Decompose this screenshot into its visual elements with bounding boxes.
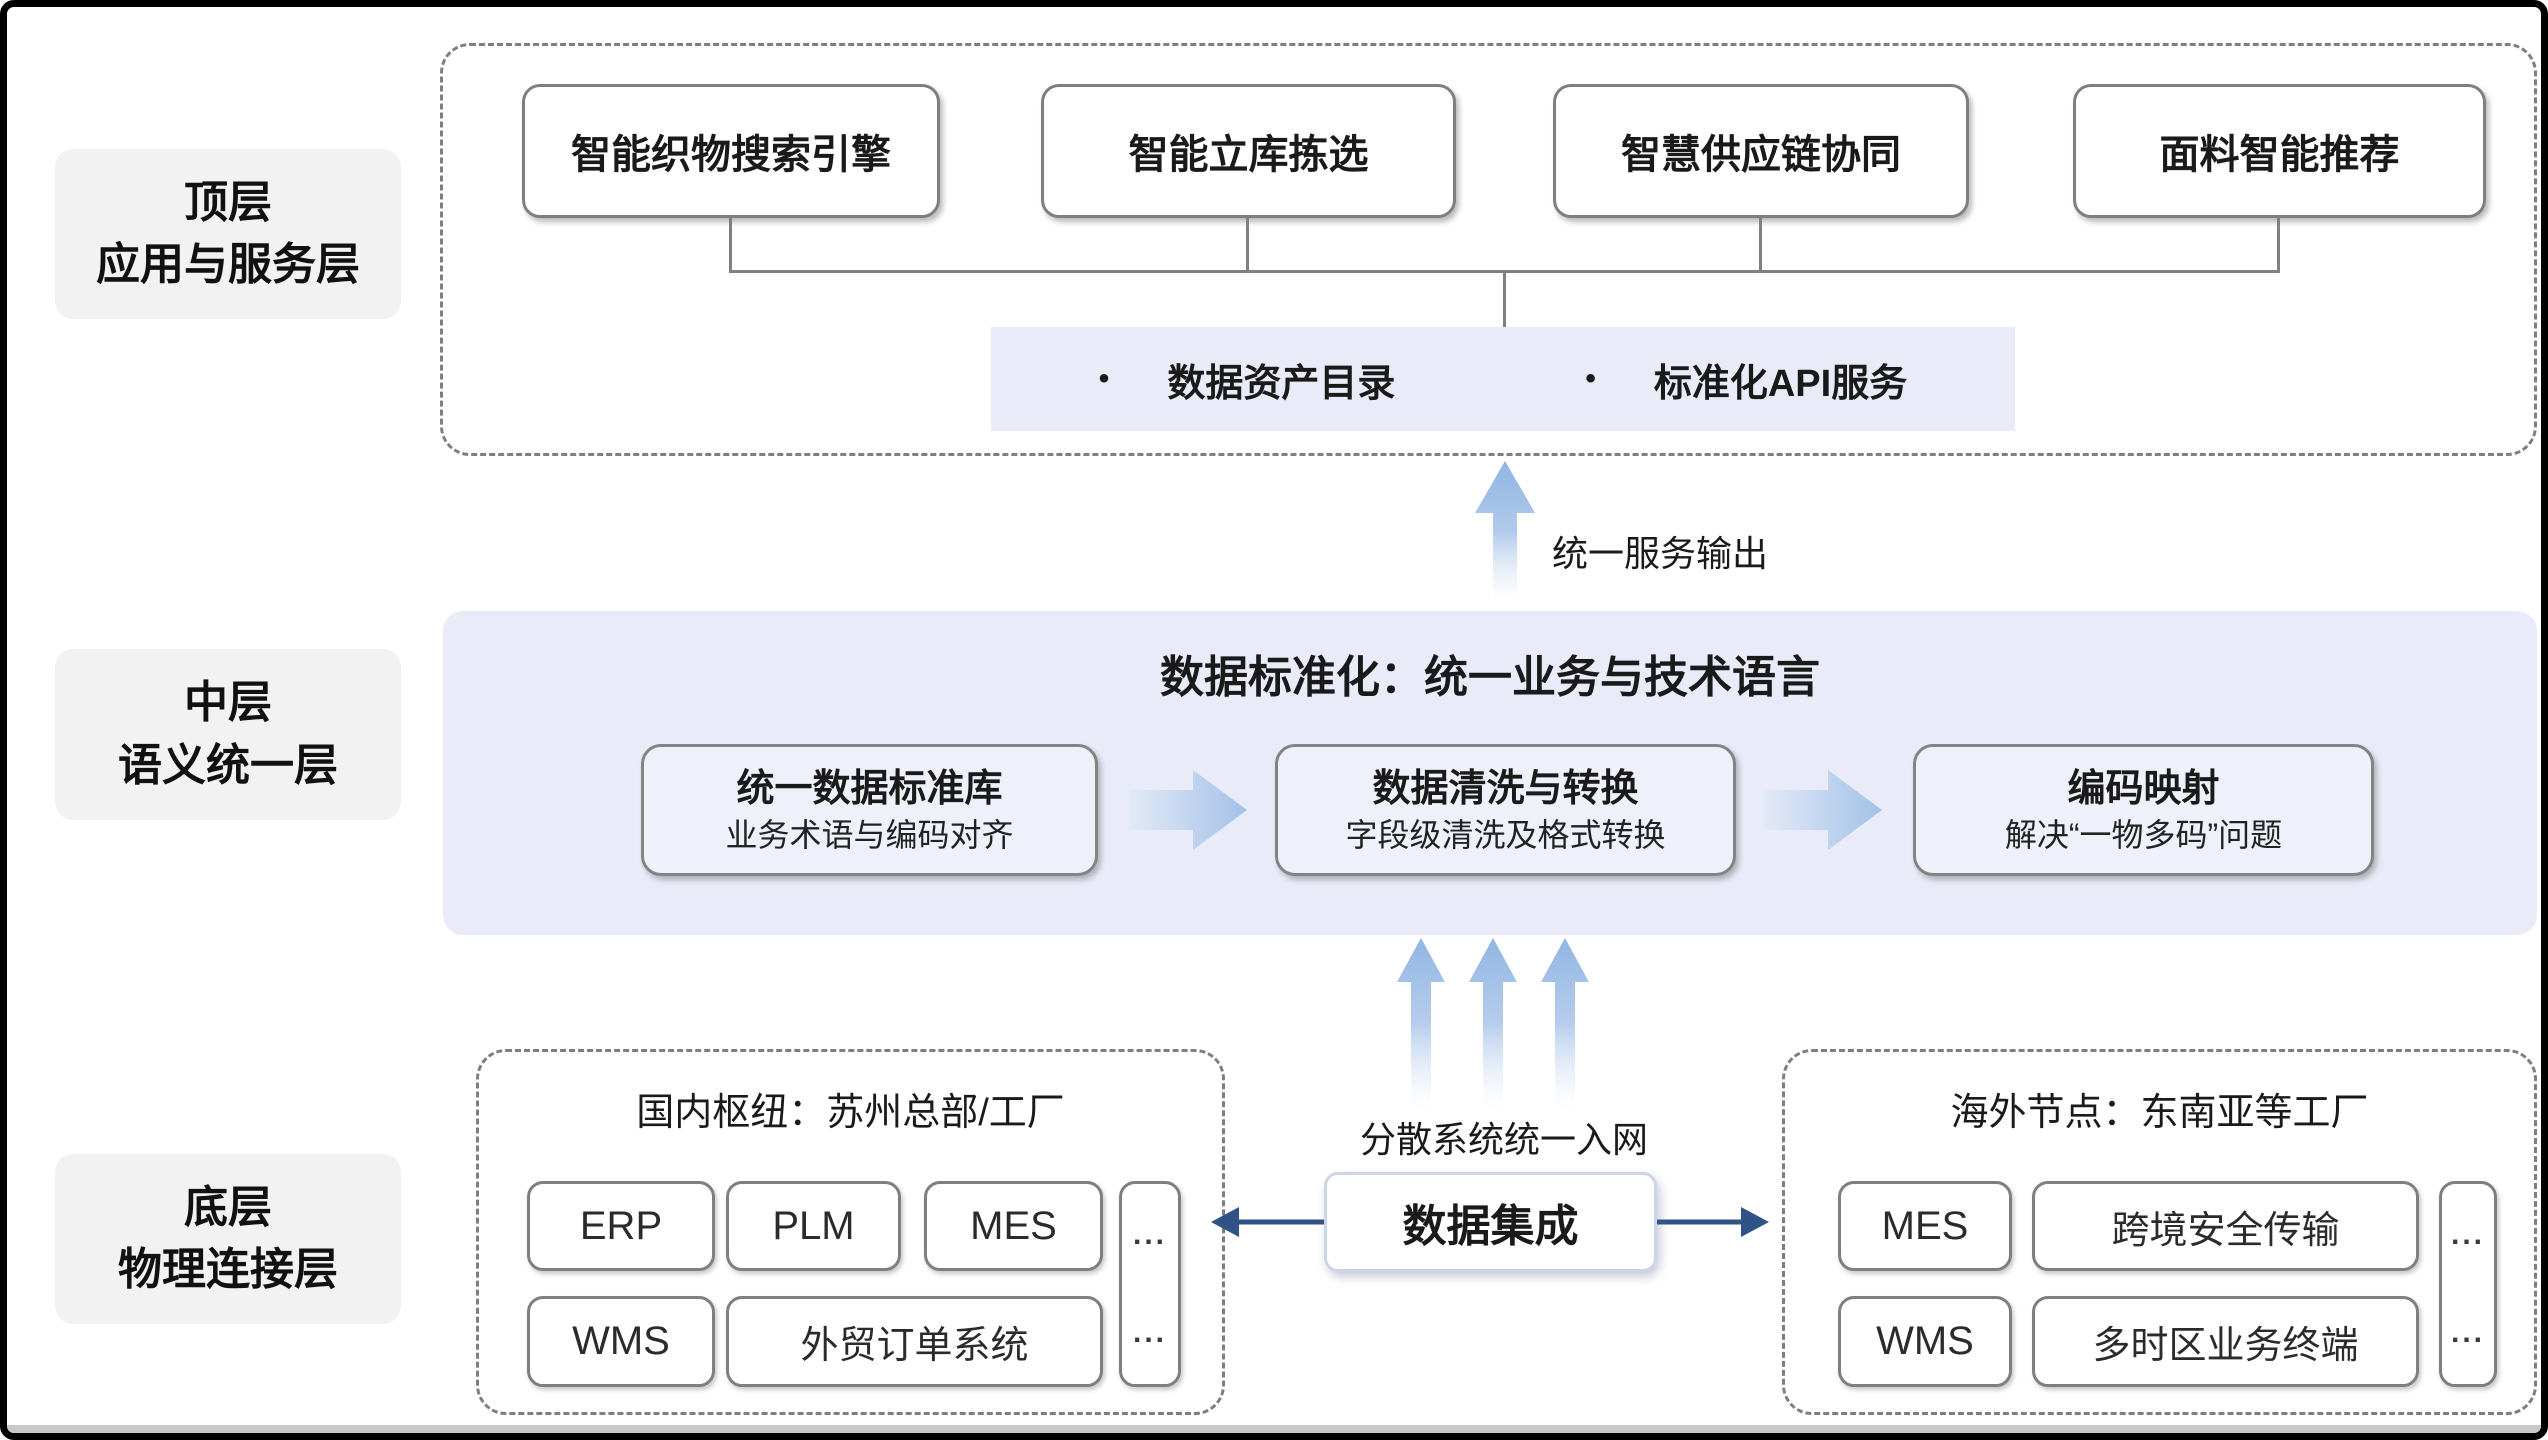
app-box-label: 面料智能推荐 (2159, 133, 2400, 177)
app-box-warehouse-picking: 智能立库拣选 (1041, 84, 1456, 218)
data-integration-label: 数据集成 (1402, 1202, 1579, 1251)
system-label: 外贸订单系统 (800, 1325, 1029, 1367)
step-title: 统一数据标准库 (736, 767, 1003, 810)
layer-label-line: 顶层 (184, 177, 272, 227)
layer-label-middle: 中层 语义统一层 (55, 649, 401, 820)
system-box-mes-overseas: MES (1838, 1181, 2012, 1271)
integration-arrow-right-icon (1651, 1207, 1769, 1237)
layer-label-line: 语义统一层 (118, 740, 338, 790)
domestic-hub-title: 国内枢纽：苏州总部/工厂 (636, 1092, 1065, 1134)
service-item-label: 标准化API服务 (1653, 362, 1908, 405)
app-box-label: 智能织物搜索引擎 (571, 133, 891, 177)
more-systems-box: ... ... (1119, 1181, 1181, 1387)
system-label: ERP (579, 1203, 663, 1248)
system-box-multi-timezone-terminals: 多时区业务终端 (2032, 1296, 2419, 1387)
app-box-label: 智能立库拣选 (1128, 133, 1369, 177)
ellipsis-icon: ... (1132, 1316, 1167, 1349)
top-application-panel (440, 43, 2537, 456)
ellipsis-icon: ... (2450, 1316, 2485, 1349)
layer-label-line: 底层 (184, 1182, 272, 1232)
system-label: WMS (1876, 1319, 1974, 1363)
layer-label-bottom: 底层 物理连接层 (55, 1154, 401, 1324)
system-label: WMS (572, 1319, 670, 1363)
system-box-foreign-trade-orders: 外贸订单系统 (726, 1296, 1103, 1387)
system-box-cross-border-transfer: 跨境安全传输 (2032, 1181, 2419, 1271)
service-item: • 数据资产目录 (1099, 352, 1396, 407)
step-subtitle: 字段级清洗及格式转换 (1345, 816, 1666, 853)
system-label: 跨境安全传输 (2111, 1209, 2340, 1252)
up-arrow-icon (1397, 938, 1445, 1110)
step-title: 数据清洗与转换 (1372, 767, 1639, 810)
step-title: 编码映射 (2067, 767, 2220, 810)
connector-line (1759, 218, 1762, 273)
up-arrow-icon (1475, 461, 1535, 603)
flow-arrow-right-icon (1764, 770, 1882, 850)
layer-label-top: 顶层 应用与服务层 (55, 149, 401, 319)
layer-label-line: 中层 (184, 678, 272, 728)
bullet-icon: • (1585, 362, 1596, 395)
app-box-fabric-search: 智能织物搜索引擎 (522, 84, 940, 218)
app-box-fabric-recommend: 面料智能推荐 (2073, 84, 2486, 218)
service-output-label: 统一服务输出 (1552, 533, 1769, 574)
system-label: MES (970, 1203, 1057, 1248)
system-label: PLM (772, 1203, 855, 1248)
app-box-label: 智慧供应链协同 (1621, 133, 1901, 177)
system-box-wms: WMS (527, 1296, 715, 1387)
data-integration-box: 数据集成 (1324, 1172, 1657, 1272)
connector-line (1503, 270, 1506, 329)
service-item: • 标准化API服务 (1585, 352, 1907, 407)
connector-line (2277, 218, 2280, 273)
network-access-label: 分散系统统一入网 (1359, 1119, 1648, 1160)
standardization-title: 数据标准化：统一业务与技术语言 (1160, 653, 1820, 702)
up-arrow-icon (1541, 938, 1589, 1110)
step-box-standard-library: 统一数据标准库 业务术语与编码对齐 (641, 744, 1098, 876)
app-box-supply-chain: 智慧供应链协同 (1553, 84, 1969, 218)
connector-line (1246, 218, 1249, 273)
frame-bottom-strip (7, 1425, 2541, 1433)
overseas-node-title: 海外节点：东南亚等工厂 (1950, 1092, 2369, 1134)
more-systems-box: ... ... (2439, 1181, 2497, 1387)
step-box-cleaning-conversion: 数据清洗与转换 字段级清洗及格式转换 (1275, 744, 1736, 876)
ellipsis-icon: ... (1132, 1218, 1167, 1251)
bullet-icon: • (1098, 362, 1110, 395)
system-box-plm: PLM (726, 1181, 901, 1271)
system-box-wms-overseas: WMS (1838, 1296, 2012, 1387)
service-strip: • 数据资产目录 • 标准化API服务 (991, 327, 2015, 431)
integration-arrow-left-icon (1211, 1207, 1329, 1237)
connector-line (729, 218, 732, 273)
system-box-mes: MES (924, 1181, 1103, 1271)
system-label: 多时区业务终端 (2092, 1325, 2359, 1367)
up-arrow-icon (1469, 938, 1517, 1110)
overseas-node-panel (1782, 1049, 2537, 1415)
layer-label-line: 应用与服务层 (96, 240, 360, 289)
ellipsis-icon: ... (2450, 1218, 2485, 1251)
step-subtitle: 业务术语与编码对齐 (725, 816, 1014, 853)
system-box-erp: ERP (527, 1181, 715, 1271)
step-box-code-mapping: 编码映射 解决“一物多码”问题 (1913, 744, 2374, 876)
system-label: MES (1881, 1203, 1969, 1248)
step-subtitle: 解决“一物多码”问题 (2004, 816, 2283, 853)
domestic-hub-panel (476, 1049, 1225, 1415)
service-item-label: 数据资产目录 (1167, 362, 1396, 405)
flow-arrow-right-icon (1129, 770, 1247, 850)
layer-label-line: 物理连接层 (118, 1245, 338, 1294)
